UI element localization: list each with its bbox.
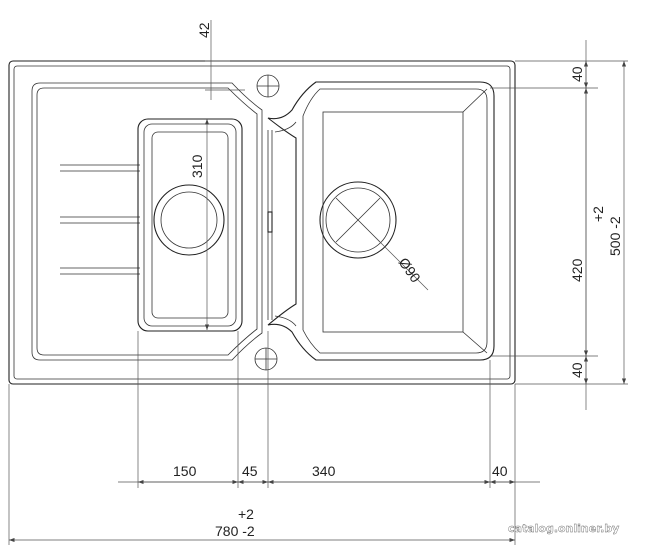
drainer-ribs (60, 164, 140, 275)
sink-outer-outline (8, 60, 516, 385)
dim-top-offset: 42 (196, 22, 212, 38)
dim-bottom-340: 340 (312, 463, 336, 479)
main-bowl-outline (267, 81, 495, 361)
watermark: catalog.onliner.by (508, 522, 619, 535)
main-bowl-drain (319, 181, 397, 259)
dim-right-bottom: 40 (569, 362, 585, 378)
dim-drainer-bowl-height: 310 (189, 154, 205, 178)
dim-total-height: 500 -2 (607, 216, 623, 256)
sink-inner-rim (13, 65, 511, 380)
dim-bottom-45: 45 (242, 463, 258, 479)
drainer-area-outline (31, 82, 263, 361)
dim-drain-diameter: Ø90 (396, 255, 424, 286)
small-bowl-drain (153, 184, 225, 256)
dim-right-main: 420 (569, 258, 585, 282)
dim-bottom-40: 40 (492, 463, 508, 479)
dim-right-top: 40 (569, 66, 585, 82)
dim-total-height-tol: +2 (590, 206, 606, 222)
dim-total-width: 780 -2 (215, 523, 255, 539)
small-bowl-outline (137, 118, 243, 332)
dim-bottom-150: 150 (173, 463, 197, 479)
dim-total-width-tol: +2 (238, 506, 254, 522)
